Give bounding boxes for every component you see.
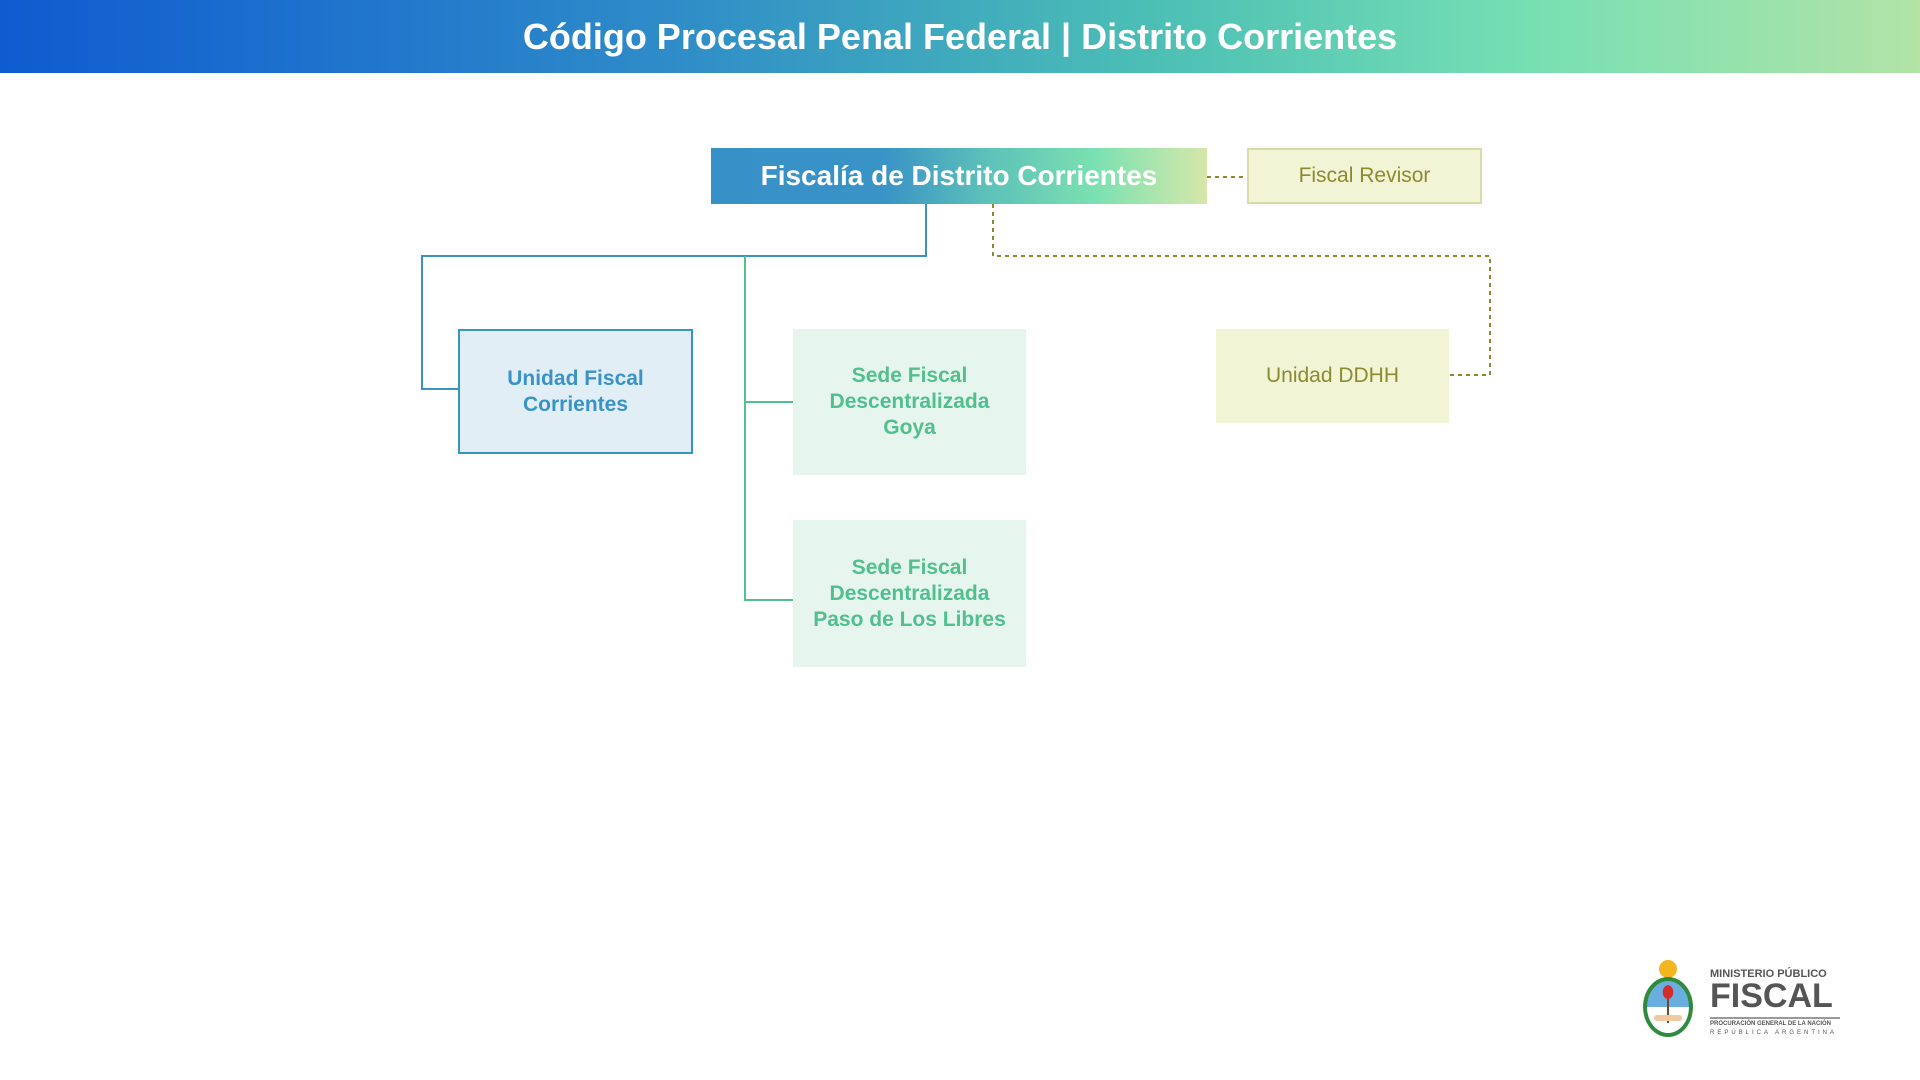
logo-line1: MINISTERIO PÚBLICO xyxy=(1710,968,1827,980)
fiscalia-distrito-box: Fiscalía de Distrito Corrientes xyxy=(711,148,1207,204)
sede-paso-box: Sede Fiscal Descentralizada Paso de Los … xyxy=(793,520,1026,667)
page-title: Código Procesal Penal Federal | Distrito… xyxy=(0,0,1920,73)
unidad-fiscal-label: Unidad Fiscal Corrientes xyxy=(507,366,644,416)
dotted-connectors xyxy=(992,176,1491,376)
unidad-ddhh-box: Unidad DDHH xyxy=(1216,329,1449,423)
green-connectors xyxy=(744,256,793,601)
unidad-fiscal-box: Unidad Fiscal Corrientes xyxy=(458,329,693,454)
sede-goya-label: Sede Fiscal Descentralizada Goya xyxy=(829,364,990,439)
coat-of-arms-icon xyxy=(1643,960,1693,1037)
logo-line3: PROCURACIÓN GENERAL DE LA NACIÓN xyxy=(1710,1017,1840,1027)
sede-paso-label: Sede Fiscal Descentralizada Paso de Los … xyxy=(813,555,1006,631)
ministerio-publico-fiscal-logo: MINISTERIO PÚBLICO FISCAL PROCURACIÓN GE… xyxy=(1638,955,1843,1043)
logo-line4: REPÚBLICA ARGENTINA xyxy=(1710,1030,1838,1036)
blue-connectors xyxy=(421,204,927,390)
fiscal-revisor-box: Fiscal Revisor xyxy=(1247,148,1482,204)
sede-goya-box: Sede Fiscal Descentralizada Goya xyxy=(793,329,1026,475)
logo-line2: FISCAL xyxy=(1710,977,1833,1015)
